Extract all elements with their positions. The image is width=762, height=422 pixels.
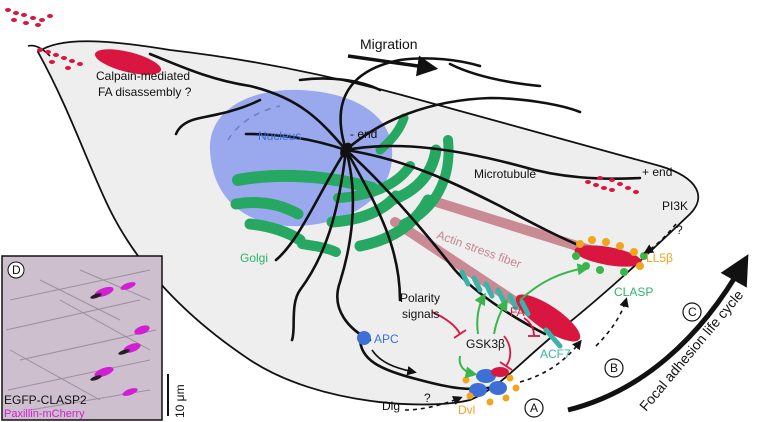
- green-arrow-up-2: [493, 298, 508, 335]
- dvl-complex: [462, 367, 520, 406]
- label-step-a: A: [530, 401, 538, 415]
- label-gsk3b: GSK3β: [466, 337, 505, 351]
- label-step-c: C: [688, 305, 697, 319]
- label-calpain-2: FA disassembly ?: [98, 85, 192, 99]
- mtoc: [340, 142, 352, 158]
- label-apc: APC: [374, 332, 399, 346]
- arrow-to-clasp: [595, 297, 629, 347]
- label-clasp: CLASP: [614, 285, 653, 299]
- label-calpain-1: Calpain-mediated: [96, 69, 190, 83]
- label-golgi: Golgi: [240, 251, 268, 265]
- label-dlg: Dlg: [382, 399, 400, 413]
- nucleus: [209, 89, 393, 227]
- green-arrow-to-complex: [458, 355, 478, 379]
- green-arrow-up-1: [474, 292, 486, 335]
- released-fa-fragments-rear: [5, 8, 53, 27]
- arrow-to-acf7: [519, 339, 582, 383]
- label-polarity-1: Polarity: [400, 291, 440, 305]
- apc-marker: [357, 331, 371, 345]
- focal-adhesion: [515, 294, 581, 342]
- label-step-b: B: [610, 361, 618, 375]
- green-arrow-to-ll5b: [519, 263, 590, 301]
- label-nucleus: Nucleus: [258, 129, 301, 143]
- microtubules: [148, 52, 642, 342]
- label-pi3k: PI3K: [662, 199, 688, 213]
- label-fa: FA: [510, 305, 525, 319]
- acf7-linkers: [459, 269, 563, 349]
- label-minus-end: - end: [350, 127, 377, 141]
- arrow-pi3k-to-ll5b: [643, 223, 677, 254]
- inset-panel: D EGFP-CLASP2 Paxillin-mCherry: [1, 255, 163, 421]
- inset-label-d: D: [12, 263, 21, 277]
- fa-life-cycle-arrow: [567, 254, 749, 413]
- label-ll5b: LL5β: [646, 251, 673, 265]
- fa-fragments-rear: [37, 48, 83, 70]
- cell-rear-tip: [27, 44, 51, 57]
- rear-focal-adhesion: [94, 49, 162, 75]
- label-pi3k-question: ?: [676, 223, 683, 237]
- golgi: [230, 113, 454, 257]
- label-polarity-2: signals: [402, 307, 439, 321]
- label-plus-end: + end: [642, 165, 672, 179]
- label-migration: Migration: [360, 36, 418, 52]
- label-dlg-question: ?: [424, 391, 431, 405]
- arrow-apc-down: [371, 349, 417, 376]
- front-fa-cluster: [572, 236, 648, 276]
- label-acf7: ACF7: [540, 347, 571, 361]
- label-dvl: Dvl: [458, 403, 475, 417]
- fa-fragments-front: [585, 176, 639, 194]
- step-markers: [524, 302, 702, 418]
- actin-stress-fibers: [390, 195, 595, 323]
- inset-egfp-clasp2: EGFP-CLASP2: [4, 393, 87, 407]
- label-scale-bar: 10 μm: [173, 384, 187, 418]
- arrow-dlg-to-dvl: [404, 396, 463, 411]
- inset-paxillin-mcherry: Paxillin-mCherry: [4, 408, 85, 420]
- label-microtubule: Microtubule: [474, 167, 536, 181]
- inhibition-arrows: [431, 311, 540, 371]
